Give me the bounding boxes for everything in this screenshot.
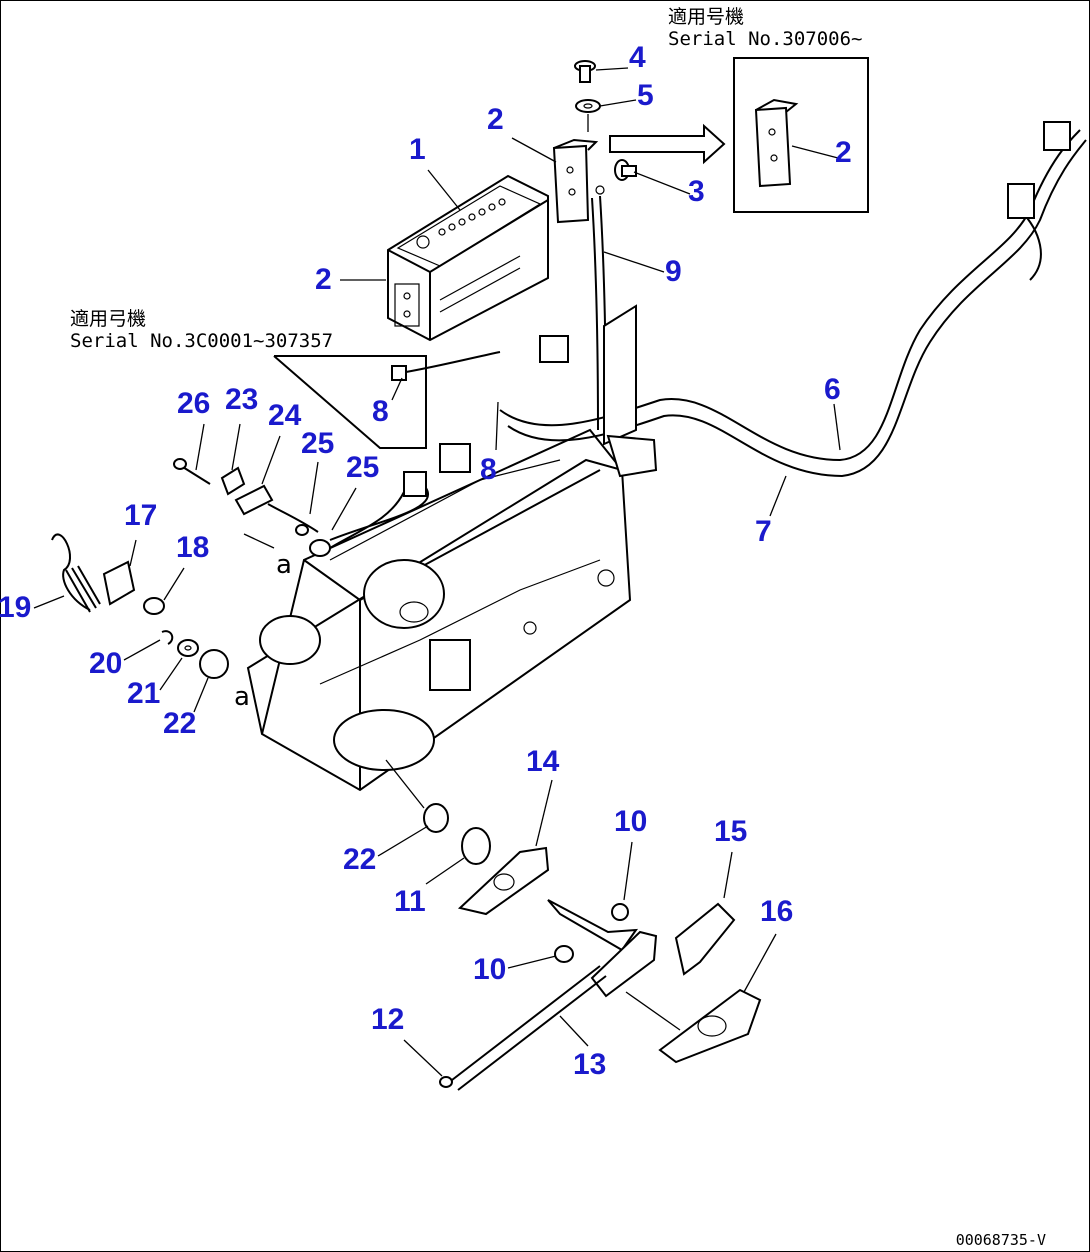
leader-lines [33,67,841,1077]
callout-c22b: 22 [343,843,377,876]
callout-c3: 3 [688,175,705,208]
callout-c12: 12 [371,1003,405,1036]
callout-c11: 11 [394,885,426,918]
callout-c13: 13 [573,1048,607,1081]
switch-assembly [173,458,405,557]
callout-c15: 15 [714,815,748,848]
callout-c21: 21 [127,677,161,710]
callout-c9: 9 [665,255,682,288]
callout-c8b: 8 [480,453,497,486]
connectors-8 [329,335,569,541]
screw-3 [614,159,637,181]
callout-c6: 6 [824,373,841,406]
drawing-code: 00068735-V [955,1231,1046,1249]
note-lower-frame [273,355,427,449]
callout-c2a: 2 [487,103,504,136]
serial-heading: 適用号機 [668,6,745,28]
spring-and-bracket [51,533,136,613]
callout-c14: 14 [526,745,560,778]
lower-linkage [423,803,762,1091]
callout-c1: 1 [409,133,426,166]
callout-c26: 26 [177,387,211,420]
reference-letter-a1: a [276,550,292,580]
callout-c18: 18 [176,531,210,564]
callout-c22a: 22 [163,707,197,740]
callout-c2b: 2 [315,263,332,296]
bolt-and-washer [574,60,601,132]
callout-c10b: 10 [473,953,507,986]
callout-c16: 16 [760,895,794,928]
callout-c20: 20 [89,647,123,680]
callout-c5: 5 [637,79,654,112]
callout-c23: 23 [225,383,259,416]
small-parts-left [143,597,229,679]
detail-box [733,57,869,213]
callout-c10a: 10 [614,805,648,838]
wiring-harness [499,121,1087,478]
callout-c17: 17 [124,499,158,532]
reference-letter-a2: a [234,682,250,712]
serial-heading: 適用弓機 [70,308,147,330]
callout-c4: 4 [629,41,646,74]
callout-c7: 7 [755,515,772,548]
callout-c25b: 25 [346,451,380,484]
monitor-unit [387,174,549,342]
bracket-top [552,138,605,224]
console-frame [246,304,658,792]
callout-c2c: 2 [835,136,852,169]
callout-c25a: 25 [301,427,335,460]
serial-range: Serial No.307006~ [668,28,863,50]
detail-arrow [609,123,726,165]
callout-c19: 19 [0,591,32,624]
callout-c24: 24 [268,399,302,432]
callout-c8a: 8 [372,395,389,428]
serial-range: Serial No.3C0001~307357 [70,330,334,352]
